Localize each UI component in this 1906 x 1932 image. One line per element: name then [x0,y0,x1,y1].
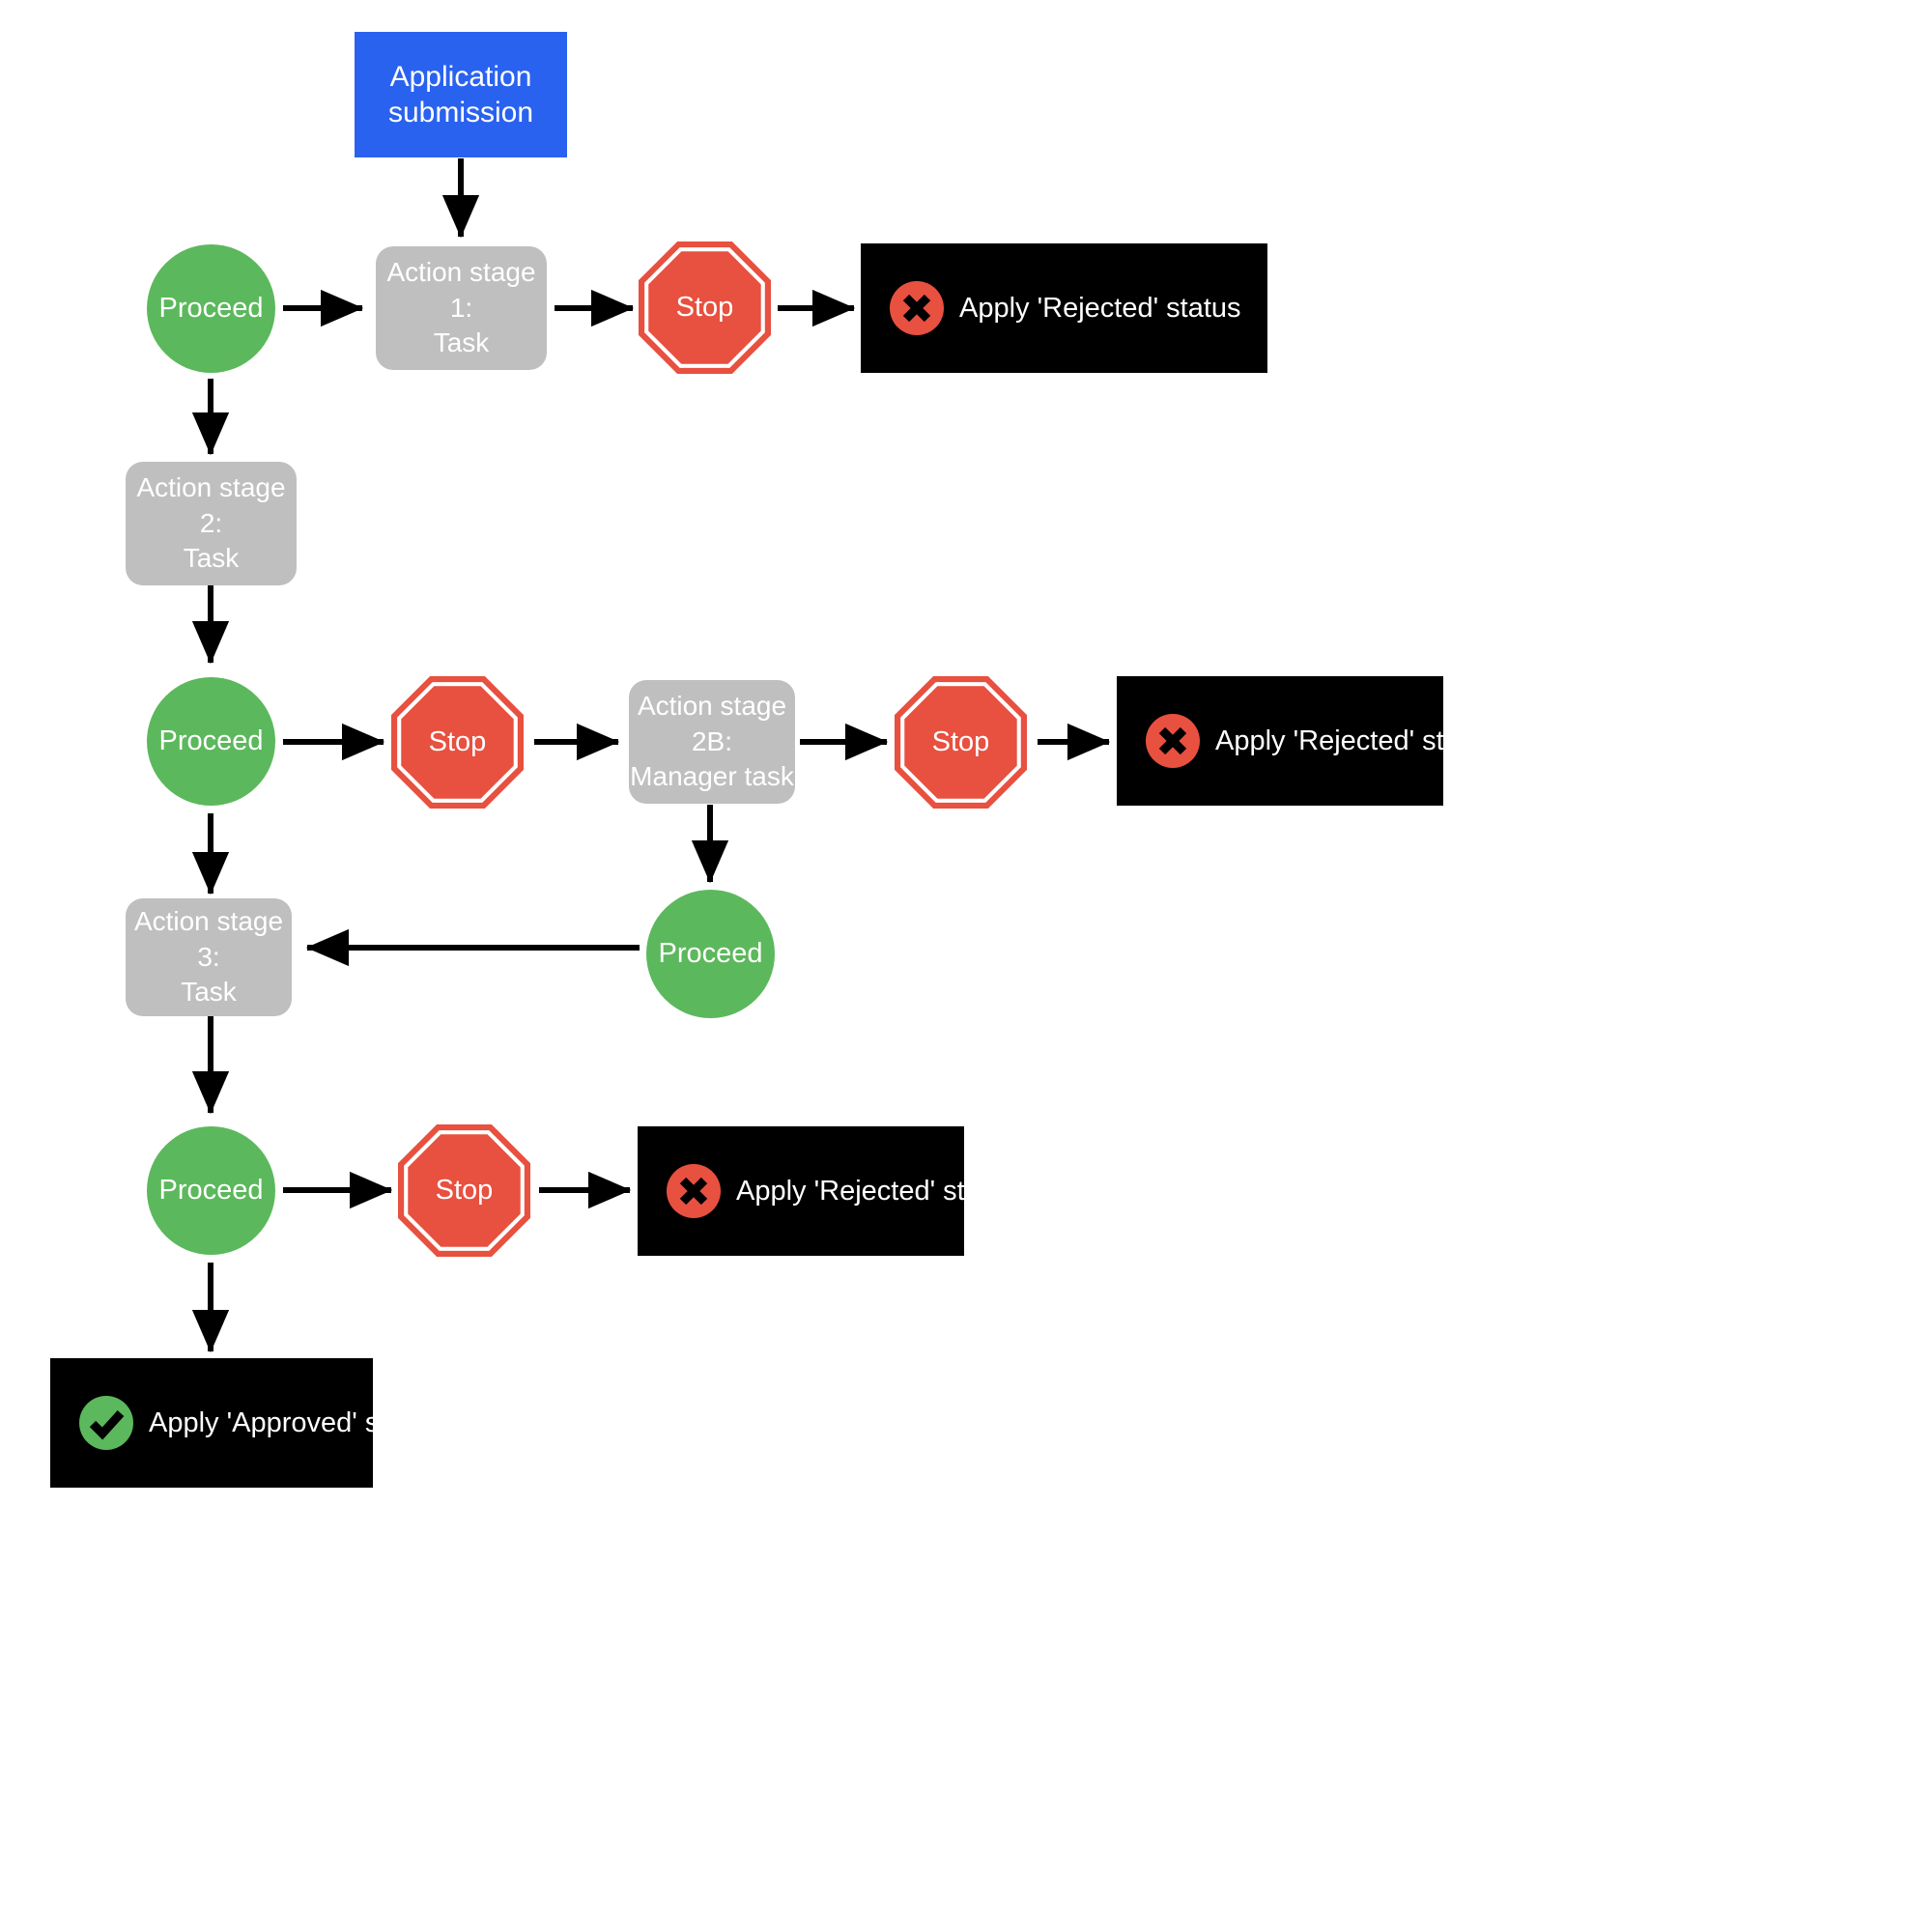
apply-rejected-status-3-label: Apply 'Rejected' status [736,1175,1018,1207]
node-apply-rejected-status-1[interactable]: Apply 'Rejected' status [861,243,1267,373]
action-stage-1-line1: Action stage 1: [386,257,536,323]
apply-approved-status-label: Apply 'Approved' status [149,1406,441,1438]
action-stage-2b-line2: Manager task [630,761,794,792]
application-submission-line1: Application [389,60,532,93]
stop-1-octagon-inner [648,251,761,364]
x-circle-icon [1146,714,1200,768]
application-submission-line2: submission [387,97,534,128]
node-stop-4[interactable]: Stop [398,1124,530,1257]
node-stop-3[interactable]: Stop [895,676,1027,809]
check-circle-icon [79,1396,133,1450]
node-action-stage-2[interactable]: Action stage 2: Task [126,462,297,585]
stop-4-label: Stop [435,1175,494,1206]
node-proceed-2[interactable]: Proceed [147,677,275,806]
action-stage-1-line2: Task [433,327,490,358]
action-stage-2-line1: Action stage 2: [136,472,286,538]
node-proceed-1[interactable]: Proceed [147,244,275,373]
stop-2-label: Stop [428,726,487,757]
action-stage-2b-line1: Action stage 2B: [637,691,787,756]
x-circle-icon [667,1164,721,1218]
proceed-4-label: Proceed [158,1175,264,1206]
node-application-submission[interactable]: Application submission [355,32,567,157]
node-apply-rejected-status-3[interactable]: Apply 'Rejected' status [638,1126,1018,1256]
stop-3-label: Stop [931,726,990,757]
node-action-stage-2b[interactable]: Action stage 2B: Manager task [629,680,795,804]
node-action-stage-1[interactable]: Action stage 1: Task [376,246,547,370]
stop-4-octagon-inner [408,1134,521,1247]
node-proceed-3[interactable]: Proceed [646,890,775,1018]
node-stop-2[interactable]: Stop [391,676,524,809]
stop-3-octagon-inner [904,686,1017,799]
action-stage-3-line1: Action stage 3: [133,906,284,972]
node-apply-approved-status[interactable]: Apply 'Approved' status [50,1358,440,1488]
node-action-stage-3[interactable]: Action stage 3: Task [126,898,292,1016]
proceed-2-label: Proceed [158,725,264,756]
proceed-3-label: Proceed [658,938,763,969]
stop-2-octagon-inner [401,686,514,799]
proceed-1-label: Proceed [158,293,264,324]
x-circle-icon [890,281,944,335]
node-apply-rejected-status-2[interactable]: Apply 'Rejected' status [1117,676,1497,806]
node-stop-1[interactable]: Stop [639,242,771,374]
apply-rejected-status-1-label: Apply 'Rejected' status [959,292,1241,324]
stop-1-label: Stop [675,292,734,323]
action-stage-2-line2: Task [183,543,240,574]
apply-rejected-status-2-label: Apply 'Rejected' status [1215,724,1497,756]
node-proceed-4[interactable]: Proceed [147,1126,275,1255]
action-stage-3-line2: Task [181,977,237,1008]
